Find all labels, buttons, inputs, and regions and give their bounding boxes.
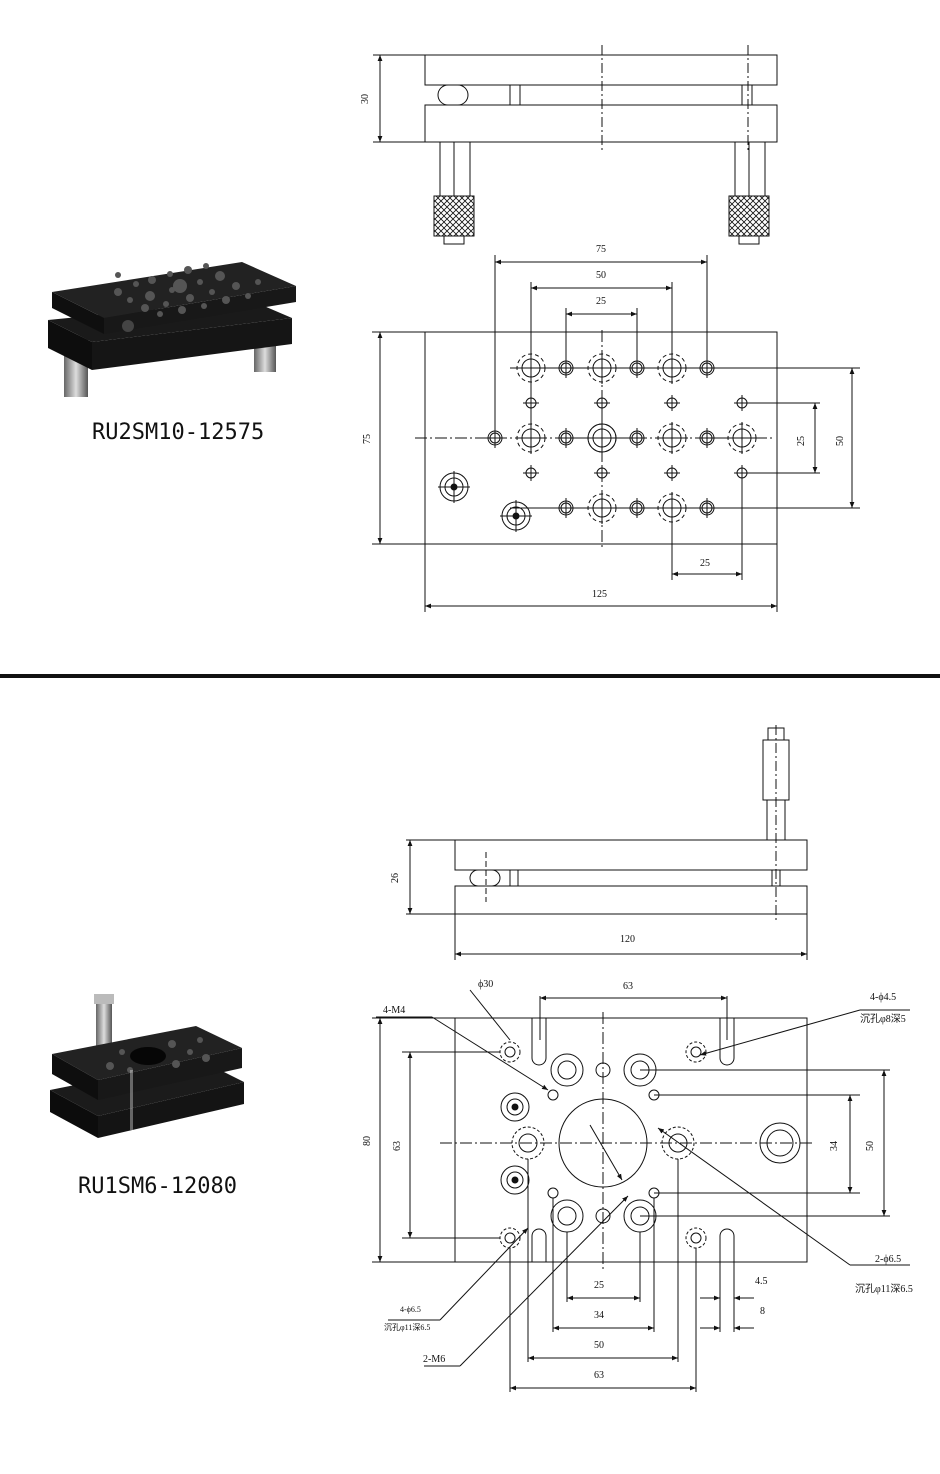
label-2-phi6-5: 2-ϕ6.5 (875, 1254, 901, 1265)
model-label-ru2sm10: RU2SM10-12575 (92, 420, 265, 445)
section-divider (0, 674, 940, 678)
dim-right-25: 25 (796, 436, 807, 446)
label-4-phi4-5: 4-ϕ4.5 (870, 992, 896, 1003)
product-photo-ru1sm6 (50, 994, 244, 1138)
product-photo-ru2sm10 (48, 262, 296, 397)
dim-height-26: 26 (390, 873, 401, 883)
dim-right-50: 50 (865, 1141, 876, 1151)
dim-length-120: 120 (620, 934, 635, 945)
dim-left-63: 63 (392, 1141, 403, 1151)
label-2-m6: 2-M6 (423, 1354, 445, 1365)
top-view-ru1sm6 (372, 989, 910, 1392)
dim-bottom-25: 25 (594, 1280, 604, 1291)
dim-top-63: 63 (623, 981, 633, 992)
dim-bottom-63: 63 (594, 1370, 604, 1381)
top-view-ru2sm10 (372, 255, 860, 612)
label-counterbore-8: 沉孔φ8深5 (860, 1012, 906, 1025)
label-4-m4: 4-M4 (383, 1005, 405, 1016)
model-label-ru1sm6: RU1SM6-12080 (78, 1174, 237, 1199)
label-4-phi6-5: 4-ϕ6.5 (400, 1305, 421, 1314)
dim-bottom-125: 125 (592, 589, 607, 600)
dim-bottom-50: 50 (594, 1340, 604, 1351)
dim-top-25: 25 (596, 296, 606, 307)
side-view-ru1sm6 (406, 725, 808, 960)
dim-left-75: 75 (362, 434, 373, 444)
dim-left-80: 80 (362, 1136, 373, 1146)
dim-right-50: 50 (835, 436, 846, 446)
dim-8: 8 (760, 1306, 765, 1317)
dim-right-34: 34 (829, 1141, 840, 1151)
dim-bottom-34: 34 (594, 1310, 604, 1321)
label-counterbore-11: 沉孔φ11深6.5 (855, 1282, 913, 1295)
dim-height-30: 30 (360, 94, 371, 104)
dim-top-50: 50 (596, 270, 606, 281)
label-phi30: ϕ30 (478, 979, 493, 990)
label-counterbore-11b: 沉孔φ11深6.5 (384, 1323, 430, 1332)
dim-4-5: 4.5 (755, 1276, 768, 1287)
side-view-ru2sm10 (373, 45, 778, 245)
dim-bottom-25: 25 (700, 558, 710, 569)
dim-top-75: 75 (596, 244, 606, 255)
